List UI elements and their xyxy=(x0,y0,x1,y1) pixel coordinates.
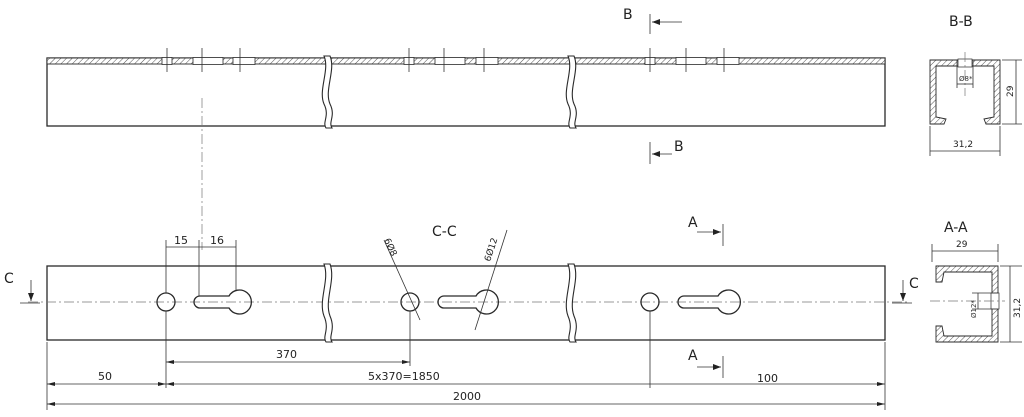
dim-15: 15 xyxy=(174,234,188,247)
section-bb-hole-dim: Ø8* xyxy=(959,75,973,83)
dimensions: 15 16 6Ø8 6Ø12 370 50 5x370=1850 100 200… xyxy=(46,229,886,410)
dim-2000: 2000 xyxy=(453,390,481,403)
top-view-outline xyxy=(46,57,886,127)
top-view-wall-hatch xyxy=(46,57,886,65)
section-a-label-bottom: A xyxy=(688,348,698,364)
section-aa-width-dim: 29 xyxy=(956,240,968,250)
keyhole-slot xyxy=(677,289,742,315)
section-bb-width-dim: 31,2 xyxy=(953,140,973,150)
front-view xyxy=(28,98,908,343)
section-aa-title: A-A xyxy=(944,220,968,236)
section-cc-title: C-C xyxy=(432,224,457,240)
section-bb-title: B-B xyxy=(949,14,973,30)
dim-50: 50 xyxy=(98,370,112,383)
front-view-outline xyxy=(46,265,886,341)
section-bb-profile xyxy=(929,59,1001,125)
break-mark xyxy=(321,263,334,343)
section-aa-profile xyxy=(935,265,999,343)
section-aa-hole-dim: Ø12* xyxy=(970,300,978,318)
dim-pitch: 5x370=1850 xyxy=(368,370,440,383)
top-view xyxy=(46,48,886,129)
section-c-marker: C C xyxy=(4,271,919,304)
section-b-label-top: B xyxy=(623,7,633,23)
break-mark xyxy=(565,263,578,343)
dim-100: 100 xyxy=(757,372,778,385)
section-bb-height-dim: 29 xyxy=(1006,85,1016,97)
dim-16: 16 xyxy=(210,234,224,247)
section-c-label-right: C xyxy=(909,276,919,292)
section-c-label-left: C xyxy=(4,271,14,287)
section-b-marker: B B xyxy=(623,7,684,164)
dim-hole-small: 6Ø8 xyxy=(381,237,399,259)
break-mark xyxy=(321,55,334,129)
dim-370: 370 xyxy=(276,348,297,361)
section-b-label-bottom: B xyxy=(674,139,684,155)
section-a-marker: A A xyxy=(688,215,724,378)
keyhole-slot xyxy=(193,289,253,315)
section-aa-height-dim: 31,2 xyxy=(1013,298,1023,318)
keyhole-slot xyxy=(437,289,500,315)
break-mark xyxy=(565,55,578,129)
section-a-label-top: A xyxy=(688,215,698,231)
section-aa: A-A 29 Ø12* 31,2 xyxy=(930,220,1023,343)
section-bb: B-B Ø8* 29 31,2 xyxy=(929,14,1022,156)
